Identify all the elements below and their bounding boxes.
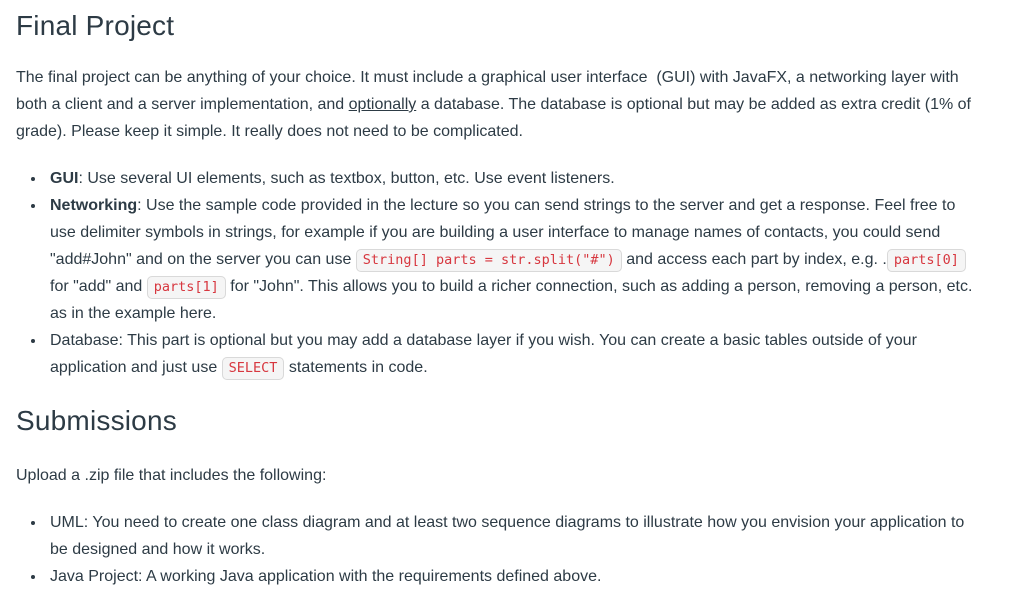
requirements-list: GUI: Use several UI elements, such as te… [16, 165, 980, 381]
text-segment: Database: This part is optional but you … [50, 332, 922, 376]
requirement-item-networking: Networking: Use the sample code provided… [46, 192, 980, 327]
text-segment: a database. The database is optional but… [16, 96, 976, 140]
text-segment: statements in code. [284, 359, 428, 376]
inline-code: SELECT [221, 357, 285, 380]
text-segment: for "John". This allows you to build a r… [50, 278, 977, 322]
submissions-list: UML: You need to create one class diagra… [16, 509, 980, 590]
inline-code: parts[0] [886, 249, 966, 272]
underline-text: optionally [348, 96, 417, 113]
text-segment: : Use several UI elements, such as textb… [78, 170, 615, 187]
text-segment: Java Project: A working Java application… [50, 568, 602, 585]
submissions-title: Submissions [16, 405, 177, 436]
submissions-intro: Upload a .zip file that includes the fol… [16, 467, 327, 484]
inline-code: String[] parts = str.split("#") [355, 249, 622, 272]
submission-item-java-project: Java Project: A working Java application… [46, 563, 980, 590]
text-segment: and access each part by index, e.g. . [621, 251, 887, 268]
requirement-item-gui: GUI: Use several UI elements, such as te… [46, 165, 980, 192]
inline-code: parts[1] [146, 276, 226, 299]
text-segment: for "add" and [50, 251, 971, 295]
page-title: Final Project [16, 10, 175, 41]
intro-paragraph: The final project can be anything of you… [16, 64, 980, 145]
text-segment: : Use the sample code provided in the le… [50, 197, 960, 268]
requirement-item-database: Database: This part is optional but you … [46, 327, 980, 381]
text-segment: The final project can be anything of you… [16, 69, 964, 113]
bold-text: Networking [50, 197, 138, 214]
text-segment: UML: You need to create one class diagra… [50, 514, 969, 558]
submission-item-uml: UML: You need to create one class diagra… [46, 509, 980, 563]
bold-text: GUI [50, 170, 79, 187]
